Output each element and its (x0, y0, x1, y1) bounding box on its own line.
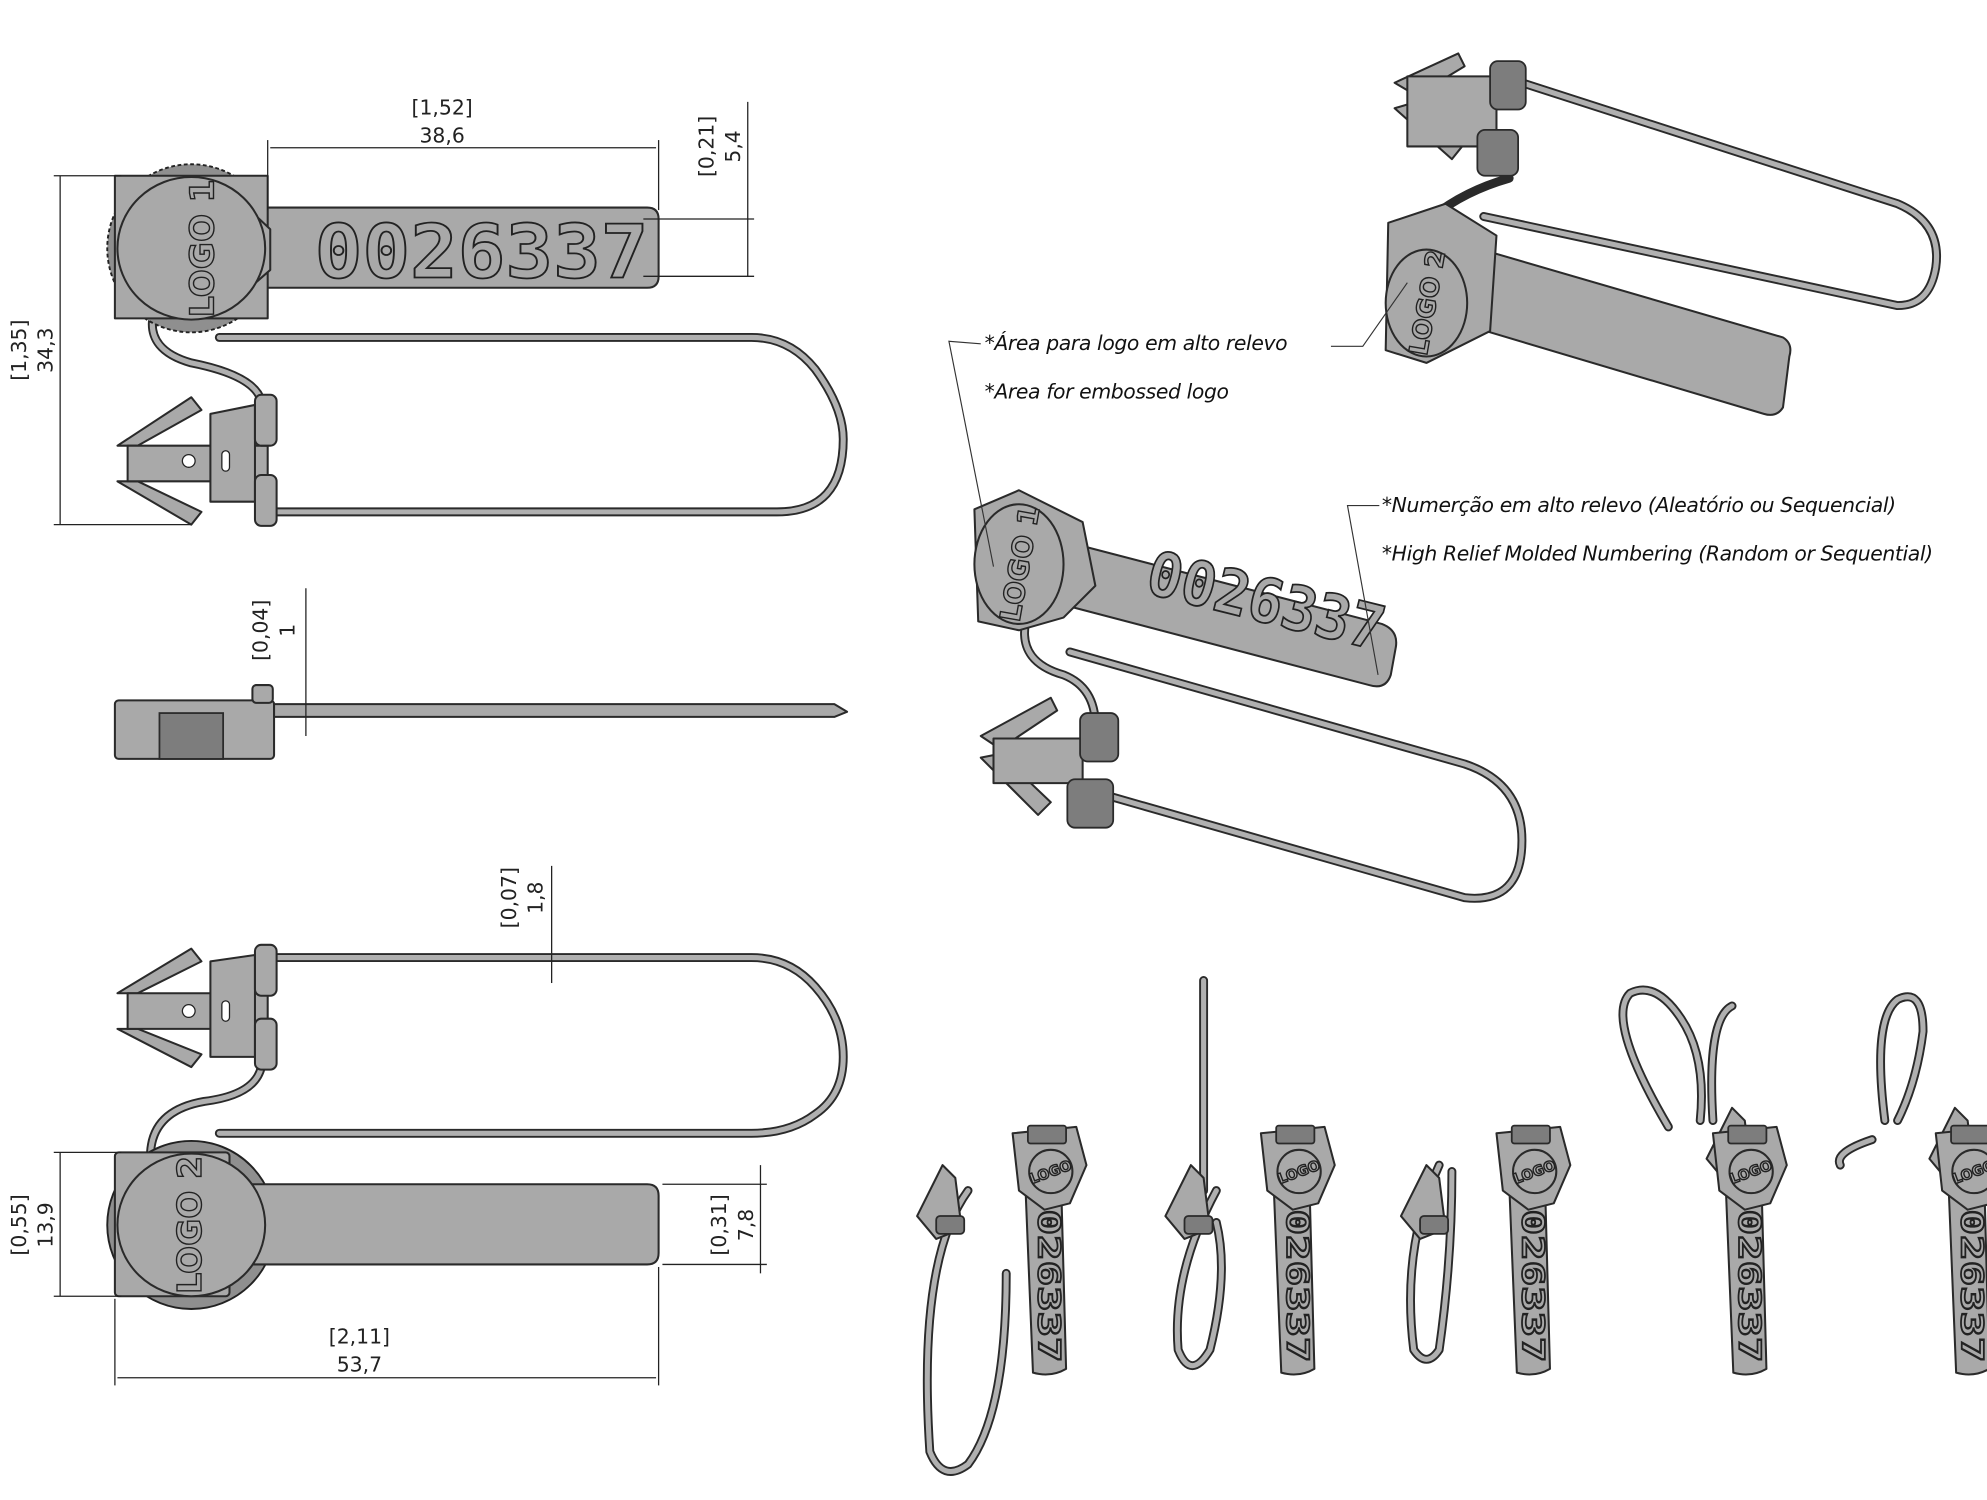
svg-text:[0,21]: [0,21] (694, 116, 718, 177)
wire-inner (1174, 977, 1224, 1369)
annotations: *Área para logo em alto relevo *Area for… (948, 282, 1933, 675)
logo-area (1276, 1148, 1322, 1195)
dimension-wire: [0,07] 1,8 (497, 865, 553, 984)
lock-cap (1419, 1215, 1449, 1235)
seal-slot (1026, 1124, 1067, 1145)
svg-text:5,4: 5,4 (721, 130, 745, 162)
logo-area (1951, 1148, 1987, 1195)
wire-inner (1408, 1162, 1455, 1362)
lock-cap (1183, 1215, 1214, 1235)
dimension-tag-height: [0,21] 5,4 (643, 101, 755, 277)
svg-text:[0,07]: [0,07] (497, 867, 521, 928)
svg-text:7,8: 7,8 (734, 1209, 758, 1241)
svg-text:1,8: 1,8 (524, 882, 548, 914)
tag-strip (1272, 1176, 1316, 1376)
logo-text: LOGO 1 (183, 179, 222, 317)
svg-text:[2,11]: [2,11] (329, 1324, 390, 1348)
arrow-lock (116, 943, 278, 1071)
tag-strip (1062, 540, 1398, 688)
wire-inner (924, 1188, 1009, 1475)
arrow-lock (116, 393, 278, 527)
seal-slot (1950, 1124, 1987, 1145)
svg-text:[0,04]: [0,04] (249, 600, 273, 661)
svg-text:1: 1 (275, 624, 299, 637)
side-view: [0,04] 1 (113, 588, 849, 760)
svg-text:34,3: 34,3 (33, 327, 57, 372)
iso-top-view: LOGO 2 (1384, 52, 1941, 416)
tag-strip (215, 1183, 660, 1266)
serial-number: 0026337 (1731, 1184, 1766, 1362)
serial-number: 0026337 (1030, 1184, 1065, 1362)
svg-text:13,9: 13,9 (33, 1202, 57, 1247)
logo-area (1728, 1148, 1774, 1195)
seal-slot (1510, 1124, 1551, 1145)
svg-text:[1,52]: [1,52] (412, 96, 473, 120)
note-logo-area-en: *Area for embossed logo (985, 380, 1229, 404)
svg-text:38,6: 38,6 (419, 124, 464, 148)
usage-steps: 0026337LOGO0026337LOGO0026337LOGO0026337… (916, 976, 1987, 1476)
wire-loop (214, 332, 848, 517)
logo-text: LOGO 2 (170, 1156, 209, 1294)
lock-cap (935, 1215, 966, 1235)
dimension-thickness: [0,04] 1 (249, 588, 307, 736)
svg-text:[0,55]: [0,55] (7, 1194, 31, 1255)
tag-strip (1024, 1176, 1068, 1376)
dimension-total-length: [2,11] 53,7 (114, 1266, 660, 1386)
seal-slot (1275, 1124, 1316, 1145)
logo-area (116, 175, 267, 321)
svg-text:[0,31]: [0,31] (707, 1194, 731, 1255)
bottom-view: LOGO 2 [0,07] 1,8 [0,31] 7,8 [0,55] 13,9… (7, 865, 848, 1386)
serial-number: 0026337 (315, 210, 649, 296)
wire-inner (1620, 987, 1735, 1130)
serial-number: 0026337 (1514, 1184, 1549, 1362)
tag-strip (1947, 1176, 1987, 1376)
top-view: LOGO 1 0026337 [1,52] 38,6 [0,21] 5,4 (7, 96, 848, 527)
tag-strip (1508, 1176, 1551, 1376)
wire-inner (1836, 994, 1926, 1168)
note-numbering-pt: *Numerção em alto relevo (Aleatório ou S… (1382, 493, 1896, 517)
note-numbering-en: *High Relief Molded Numbering (Random or… (1382, 541, 1933, 565)
logo-area (1512, 1148, 1558, 1195)
dimension-length: [1,52] 38,6 (267, 96, 660, 211)
seal-slot (1727, 1124, 1768, 1145)
svg-text:53,7: 53,7 (337, 1352, 382, 1376)
dimension-head-height: [0,55] 13,9 (7, 1151, 122, 1297)
serial-number: 0026337 (1954, 1184, 1987, 1362)
svg-text:[1,35]: [1,35] (7, 320, 31, 381)
serial-number: 0026337 (1279, 1184, 1314, 1362)
dimension-total-height: [1,35] 34,3 (7, 175, 192, 526)
tag-strip (1724, 1176, 1768, 1376)
note-logo-area-pt: *Área para logo em alto relevo (985, 330, 1288, 355)
logo-area (1028, 1148, 1074, 1195)
dimension-tag-height: [0,31] 7,8 (662, 1165, 767, 1274)
